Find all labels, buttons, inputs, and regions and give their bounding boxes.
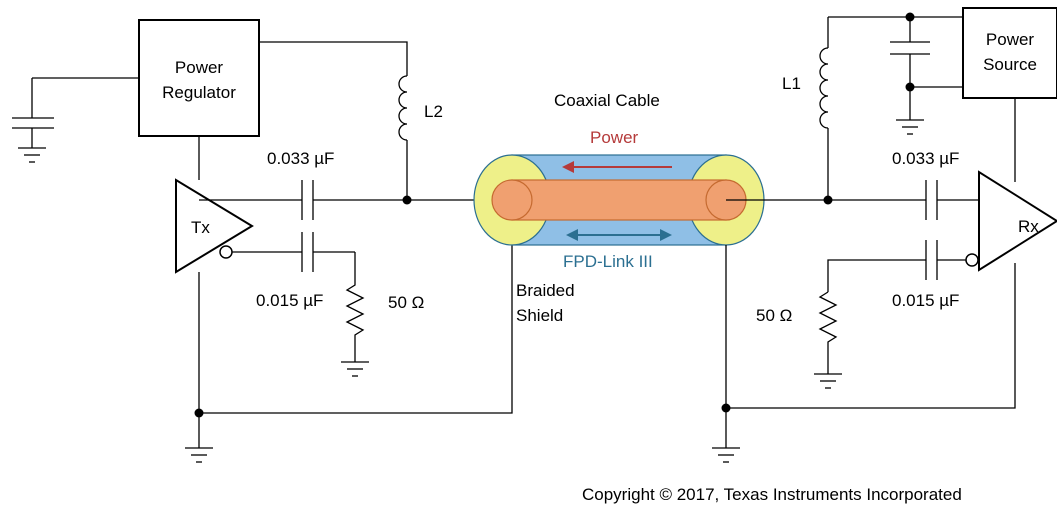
rx-capacitor-0033: 0.033 µF — [726, 149, 979, 220]
power-source-block: Power Source — [962, 7, 1057, 182]
tx-label: Tx — [191, 218, 210, 237]
inductor-l2-label: L2 — [424, 102, 443, 121]
power-arrow: Power — [562, 128, 672, 173]
tx-capacitor-0015: 0.015 µF — [232, 232, 355, 310]
tx-capacitor-0033-label: 0.033 µF — [267, 149, 334, 168]
source-bypass-capacitor — [828, 12, 963, 135]
inductor-l2: L2 — [398, 75, 443, 200]
coaxial-cable-label: Coaxial Cable — [554, 91, 660, 110]
inductor-l1: L1 — [782, 17, 829, 200]
power-regulator-label-2: Regulator — [162, 83, 236, 102]
regulator-bypass-capacitor — [12, 77, 139, 163]
tx-termination-resistor: 50 Ω — [341, 252, 424, 377]
power-source-label-1: Power — [986, 30, 1035, 49]
tx-resistor-label: 50 Ω — [388, 293, 424, 312]
tx-capacitor-0033: 0.033 µF — [199, 149, 486, 220]
braided-shield-label-2: Shield — [516, 306, 563, 325]
right-ground-return — [712, 245, 1016, 463]
left-ground-return — [185, 232, 513, 463]
power-source-label-2: Source — [983, 55, 1037, 74]
copyright-notice: Copyright © 2017, Texas Instruments Inco… — [582, 485, 962, 504]
rx-label: Rx — [1018, 217, 1039, 236]
braided-shield-label-1: Braided — [516, 281, 575, 300]
inductor-l1-label: L1 — [782, 74, 801, 93]
power-arrow-label: Power — [590, 128, 639, 147]
rx-capacitor-0033-label: 0.033 µF — [892, 149, 959, 168]
coaxial-cable: Coaxial Cable Power FPD-Link III Braided… — [473, 91, 765, 325]
center-conductor — [511, 179, 727, 221]
rx-capacitor-0015-label: 0.015 µF — [892, 291, 959, 310]
power-regulator-label-1: Power — [175, 58, 224, 77]
tx-capacitor-0015-label: 0.015 µF — [256, 291, 323, 310]
tx-buffer: Tx — [175, 136, 254, 274]
rx-buffer: Rx — [965, 170, 1057, 272]
data-arrow: FPD-Link III — [563, 229, 672, 271]
rx-capacitor-0015: 0.015 µF — [827, 240, 966, 310]
rx-termination-resistor: 50 Ω — [756, 291, 842, 389]
rx-resistor-label: 50 Ω — [756, 306, 792, 325]
node-dot — [402, 195, 412, 205]
power-regulator-block: Power Regulator — [138, 19, 260, 137]
data-arrow-label: FPD-Link III — [563, 252, 653, 271]
